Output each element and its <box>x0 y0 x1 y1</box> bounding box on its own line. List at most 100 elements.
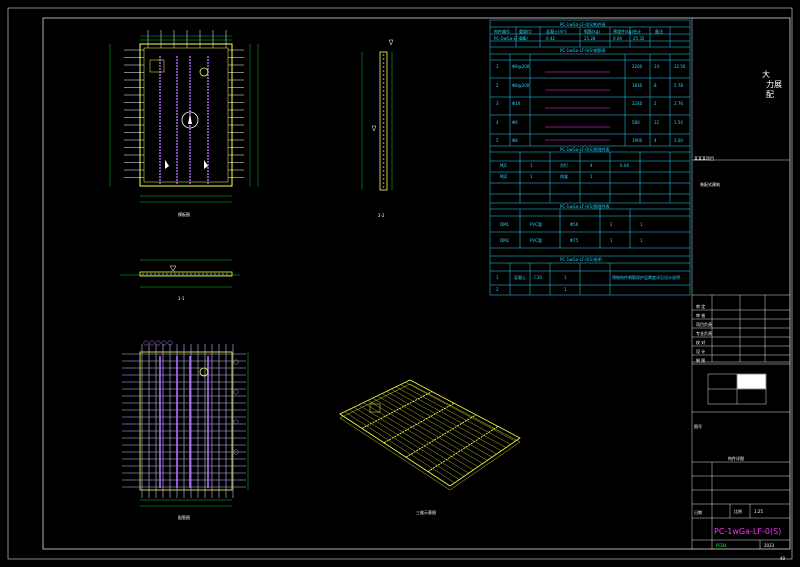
embed-table-title: PC-1wGa-LF-0(S)预埋件表 <box>560 147 610 152</box>
rebar-tag <box>161 340 167 346</box>
rebar-dot <box>382 74 385 76</box>
rebar-tag <box>233 449 239 455</box>
rebar-dot <box>382 150 385 152</box>
rebar-dot <box>226 273 228 275</box>
summary-cell: 25.28 <box>584 36 596 41</box>
rebar-n: 4 <box>654 138 657 143</box>
iso-bar <box>391 388 502 451</box>
plan-view-top <box>109 30 259 203</box>
outer-frame <box>7 7 793 560</box>
rebar-dot <box>382 166 385 168</box>
iso-bar <box>367 400 479 467</box>
embed-c4: 1 <box>590 174 593 179</box>
rebar-dot <box>382 66 385 68</box>
embed-c1: MJ1 <box>500 163 508 168</box>
component-table <box>489 19 691 296</box>
brand-char-1: 大 <box>762 70 770 79</box>
rebar-dot <box>382 158 385 160</box>
rebar-len: 1900 <box>632 138 643 143</box>
rebar-tag <box>233 419 239 425</box>
embed2-c3: Φ50 <box>570 222 579 227</box>
rebar-dot <box>382 70 385 72</box>
rebar-dot <box>382 146 385 148</box>
embed-c2: 1 <box>530 163 533 168</box>
sheet-label: 构件详图 <box>728 456 744 461</box>
rebar-id: 1 <box>496 64 499 69</box>
rebar-dot <box>146 273 148 275</box>
isometric-view <box>339 379 521 491</box>
iso-bar <box>349 409 460 480</box>
iso-bar <box>386 391 497 455</box>
iso-bar <box>405 382 516 442</box>
embed-c4: 4 <box>590 163 593 168</box>
rebar-dot <box>382 106 385 108</box>
embed2-c4: 2 <box>610 222 613 227</box>
note-c4: 1 <box>564 287 567 292</box>
rebar-dot <box>382 174 385 176</box>
rebar-dot <box>182 273 184 275</box>
rebar-w: 1.54 <box>674 119 683 125</box>
embed2-c5: 1 <box>640 222 643 227</box>
rebar-dot <box>382 62 385 64</box>
summary-header: 钢筋(kg) <box>584 29 600 34</box>
title-row-label: 制 图 <box>696 358 706 363</box>
note-text: 预制构件钢筋保护层厚度详见设计说明 <box>612 275 680 280</box>
note-c2: 混凝土 <box>514 275 526 280</box>
rebar-spec: Φ8@200 <box>512 64 530 69</box>
embed-c1: MJ2 <box>500 174 508 179</box>
title-row-label: 专业负责 <box>696 331 712 336</box>
rebar-dot <box>382 94 385 96</box>
rebar-dot <box>382 122 385 124</box>
rebar-tag <box>149 340 155 346</box>
embed-c2: 1 <box>530 174 533 179</box>
iso-bar <box>377 395 488 461</box>
embed2-c5: 1 <box>640 238 643 243</box>
rebar-dot <box>178 273 180 275</box>
note-c1: 2 <box>496 287 499 292</box>
rebar-tag <box>233 389 239 395</box>
drawing-code: PC-1wGa-LF-0(S) <box>714 527 782 536</box>
rebar-dot <box>382 78 385 80</box>
iso-bar <box>353 407 465 477</box>
embed-c3: 吊钉 <box>560 163 568 168</box>
project-line: 某某某项目 <box>694 156 714 161</box>
rebar-dot <box>222 273 224 275</box>
rebar-dot <box>382 162 385 164</box>
rebar-dot <box>218 273 220 275</box>
view-title-plan-bottom: 配筋图 <box>178 515 190 520</box>
section-2-2 <box>361 39 394 191</box>
note-c3: C30 <box>534 275 542 280</box>
iso-bar <box>344 411 455 483</box>
iso-bar <box>395 386 507 448</box>
rebar-dot <box>382 186 385 188</box>
rebar-spec: Φ10 <box>512 101 521 106</box>
stamp: PCB4 <box>716 543 727 548</box>
rebar-dot <box>190 273 192 275</box>
rebar-dot <box>382 118 385 120</box>
inner-frame <box>42 17 791 550</box>
iso-bar <box>372 397 483 464</box>
rebar-dot <box>150 273 152 275</box>
rebar-dot <box>154 273 156 275</box>
note-c4: 1 <box>564 275 567 280</box>
embed2-c3: Φ75 <box>570 238 579 243</box>
section-1-1 <box>120 259 240 288</box>
note-table-title: PC-1wGa-LF-0(S)说明 <box>560 257 602 262</box>
rebar-len: 580 <box>632 119 640 125</box>
summary-header: 混凝土(m³) <box>546 29 567 34</box>
summary-cell: 1.0 <box>519 36 526 41</box>
rebar-dot <box>382 126 385 128</box>
title-row-label: 设 计 <box>696 349 706 354</box>
view-title-iso: 三维示意图 <box>416 510 436 515</box>
rebar-dot <box>214 273 216 275</box>
rebar-len: 2240 <box>632 101 643 106</box>
rebar-dot <box>194 273 196 275</box>
rebar-dot <box>382 82 385 84</box>
title-row-label: 审 定 <box>696 304 706 309</box>
brand-char-2: 力 <box>766 80 774 89</box>
rebar-dot <box>382 114 385 116</box>
rebar-tag <box>167 340 173 346</box>
rebar-spec: Φ8@200 <box>512 82 530 88</box>
rebar-tag <box>233 359 239 365</box>
